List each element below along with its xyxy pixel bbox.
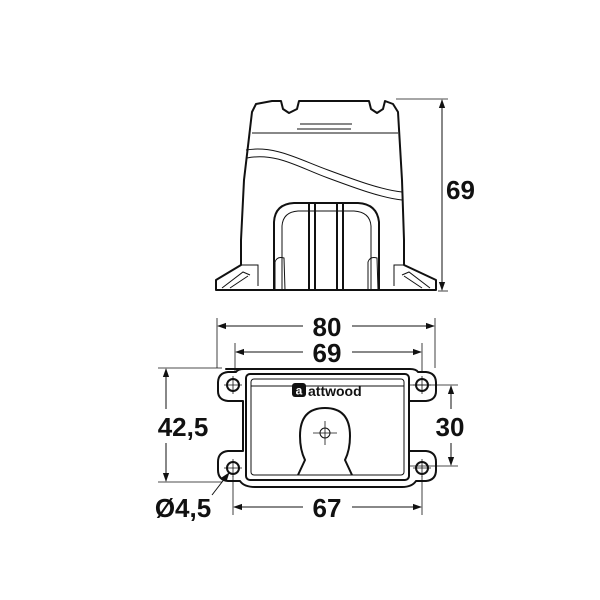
dimension-hole-spacing: 67 bbox=[232, 476, 423, 523]
mounting-hole-top-left bbox=[224, 376, 242, 394]
dimension-depth-overall: 42,5 bbox=[158, 367, 222, 483]
dimension-height-label: 69 bbox=[446, 175, 475, 205]
dimension-hole-diameter-label: Ø4,5 bbox=[155, 493, 211, 523]
side-view-outline bbox=[215, 100, 437, 291]
dimension-width-inner: 69 bbox=[234, 338, 423, 372]
side-view bbox=[215, 100, 437, 291]
dimension-depth-overall-label: 42,5 bbox=[158, 412, 209, 442]
dimension-width-inner-label: 69 bbox=[313, 338, 342, 368]
attwood-logo-text: attwood bbox=[308, 383, 362, 399]
top-view: a attwood bbox=[217, 368, 437, 488]
mounting-hole-bottom-right bbox=[413, 459, 431, 477]
dimension-hole-spacing-label: 67 bbox=[313, 493, 342, 523]
side-view-opening bbox=[273, 202, 380, 290]
top-view-outline bbox=[217, 368, 437, 488]
dimension-width-overall-label: 80 bbox=[313, 312, 342, 342]
body-seam bbox=[245, 148, 403, 193]
mounting-hole-bottom-left bbox=[224, 459, 242, 477]
dimension-height: 69 bbox=[396, 98, 475, 292]
attwood-logo: a attwood bbox=[292, 383, 362, 399]
dimension-width-overall: 80 bbox=[216, 312, 436, 368]
dimension-hole-diameter: Ø4,5 bbox=[155, 472, 230, 523]
dimension-depth-inner: 30 bbox=[410, 384, 465, 467]
dimension-depth-inner-label: 30 bbox=[436, 412, 465, 442]
attwood-logo-mark: a bbox=[296, 384, 303, 398]
top-view-housing bbox=[245, 373, 410, 481]
top-view-outlet-boss bbox=[297, 407, 353, 476]
